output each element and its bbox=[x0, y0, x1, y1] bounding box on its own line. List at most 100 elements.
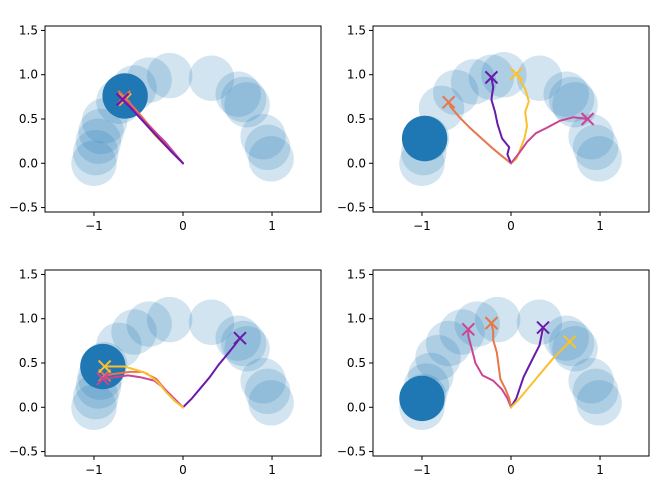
faded-circle bbox=[474, 296, 521, 343]
trajectory-end-marker-3 bbox=[96, 372, 110, 386]
faded-circle bbox=[516, 299, 563, 345]
faded-circle bbox=[146, 296, 193, 343]
trajectory-line-2 bbox=[490, 322, 512, 409]
trajectory-end-marker-1 bbox=[461, 322, 475, 337]
faded-circle bbox=[576, 380, 622, 426]
x-marker-stroke bbox=[536, 320, 550, 335]
trajectory-line-1 bbox=[182, 337, 241, 409]
faded-circle bbox=[248, 380, 294, 426]
faded-circle bbox=[572, 368, 619, 415]
trajectory-end-marker-1 bbox=[441, 95, 456, 109]
x-marker-stroke bbox=[461, 322, 475, 337]
highlight-circle bbox=[401, 115, 448, 162]
y-tick-label: 0.0 bbox=[19, 400, 38, 414]
plot-area bbox=[71, 296, 294, 430]
x-marker-stroke bbox=[118, 92, 132, 107]
faded-circle bbox=[248, 136, 294, 182]
x-marker-stroke bbox=[509, 67, 524, 81]
trajectory-line-2 bbox=[490, 76, 512, 165]
faded-circle bbox=[454, 301, 500, 347]
faded-circle bbox=[73, 129, 119, 176]
trajectory-line-1 bbox=[467, 328, 512, 409]
faded-circle bbox=[78, 108, 124, 155]
faded-circle bbox=[415, 334, 461, 381]
y-tick-label: 0.0 bbox=[347, 400, 366, 414]
y-tick-label: 1.0 bbox=[347, 68, 366, 82]
x-marker-stroke bbox=[96, 372, 110, 386]
y-tick-label: 0.0 bbox=[347, 156, 366, 170]
faded-circle bbox=[71, 140, 117, 186]
y-tick-label: 1.5 bbox=[347, 267, 366, 281]
faded-circle bbox=[568, 114, 614, 160]
y-tick-label: −0.5 bbox=[337, 201, 366, 215]
faded-circle bbox=[552, 326, 598, 372]
x-tick-label: 1 bbox=[268, 463, 276, 477]
x-marker-stroke bbox=[563, 335, 577, 349]
x-tick-label: −1 bbox=[85, 219, 103, 233]
x-marker-stroke bbox=[580, 112, 595, 126]
trajectory-line-3 bbox=[101, 374, 184, 409]
y-tick-label: 0.5 bbox=[19, 112, 38, 126]
x-marker-stroke bbox=[233, 331, 247, 345]
faded-circle bbox=[543, 71, 589, 117]
y-tick-label: 1.0 bbox=[19, 312, 38, 326]
faded-circle bbox=[220, 320, 267, 367]
y-tick-label: 1.5 bbox=[19, 267, 38, 281]
faded-circle bbox=[244, 368, 291, 415]
y-tick-label: 1.5 bbox=[347, 23, 366, 37]
plot-area bbox=[71, 52, 294, 186]
faded-circle bbox=[224, 326, 270, 372]
y-tick-label: 0.5 bbox=[347, 356, 366, 370]
faded-circle bbox=[224, 82, 270, 128]
x-marker-stroke bbox=[484, 316, 499, 330]
faded-circle bbox=[576, 136, 622, 182]
faded-circle bbox=[111, 309, 157, 355]
trajectory-end-marker-4 bbox=[580, 112, 595, 126]
trajectory-end-marker-2 bbox=[484, 70, 499, 85]
trajectory-line-4 bbox=[103, 365, 184, 409]
x-tick-label: 0 bbox=[507, 463, 515, 477]
faded-circle bbox=[240, 114, 286, 160]
x-tick-label: −1 bbox=[85, 463, 103, 477]
y-tick-label: −0.5 bbox=[337, 445, 366, 459]
x-tick-label: 1 bbox=[268, 219, 276, 233]
y-tick-label: 0.0 bbox=[19, 156, 38, 170]
faded-circle bbox=[220, 76, 267, 123]
x-marker-stroke bbox=[484, 70, 499, 85]
faded-circle bbox=[433, 69, 479, 116]
y-tick-label: −0.5 bbox=[9, 201, 38, 215]
faded-circle bbox=[439, 309, 485, 355]
y-tick-label: 1.0 bbox=[19, 68, 38, 82]
plot-area bbox=[399, 296, 622, 430]
x-marker-stroke bbox=[441, 95, 456, 109]
faded-circle bbox=[71, 384, 117, 430]
trajectory-line-4 bbox=[121, 98, 184, 165]
trajectory-end-marker-3 bbox=[536, 320, 550, 335]
x-tick-label: 1 bbox=[596, 463, 604, 477]
faded-circle bbox=[215, 315, 261, 361]
trajectory-end-marker-4 bbox=[97, 359, 112, 374]
plot-area bbox=[399, 52, 622, 186]
faded-circle bbox=[75, 118, 122, 164]
x-tick-label: −1 bbox=[413, 463, 431, 477]
trajectory-end-marker-4 bbox=[115, 92, 130, 107]
trajectory-end-marker-4 bbox=[563, 335, 577, 349]
faded-circle bbox=[215, 71, 261, 117]
x-tick-label: 0 bbox=[179, 463, 187, 477]
faded-circle bbox=[552, 82, 598, 128]
trajectory-end-marker-2 bbox=[484, 316, 499, 330]
trajectory-line-4 bbox=[510, 116, 589, 165]
y-tick-label: 1.5 bbox=[19, 23, 38, 37]
x-marker-stroke bbox=[115, 92, 130, 107]
y-tick-label: 0.5 bbox=[347, 112, 366, 126]
trajectory-line-1 bbox=[447, 101, 512, 165]
faded-circle bbox=[425, 320, 472, 367]
x-tick-label: 1 bbox=[596, 219, 604, 233]
trajectory-end-marker-1 bbox=[233, 331, 247, 345]
faded-circle bbox=[188, 299, 235, 345]
faded-circle bbox=[188, 55, 235, 101]
